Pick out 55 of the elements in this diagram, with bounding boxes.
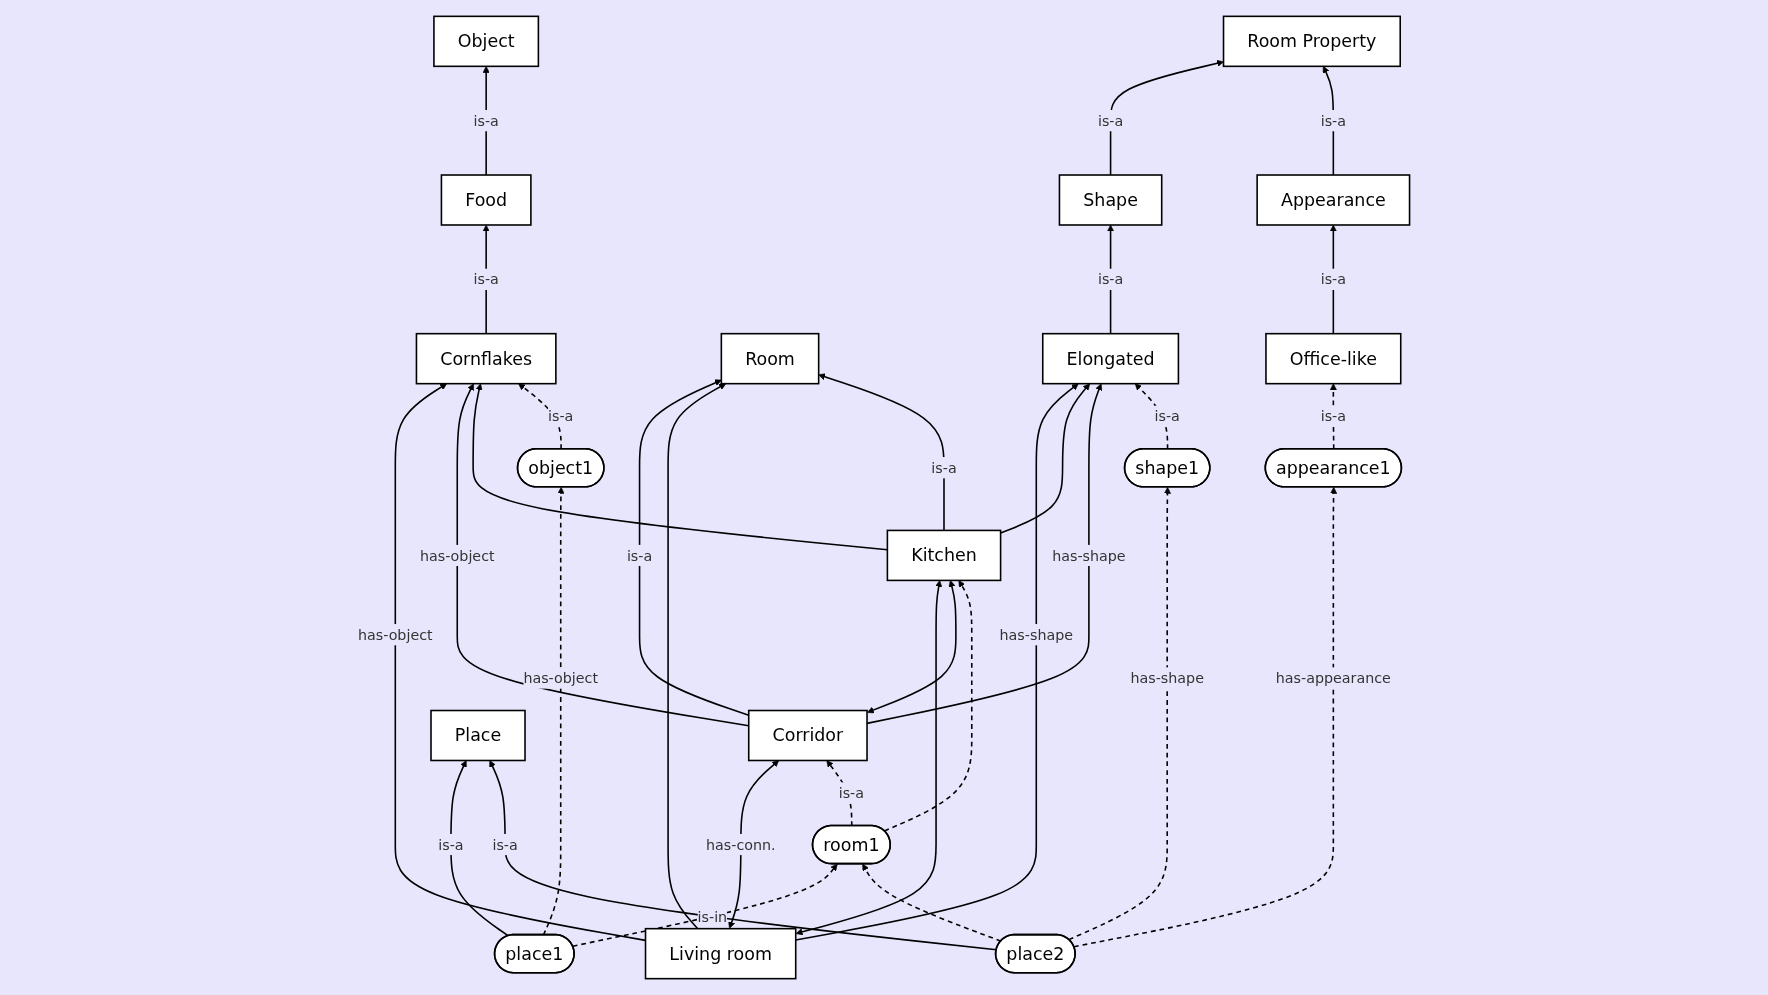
edge-label: is-a: [548, 407, 574, 425]
edge-label: is-a: [1098, 271, 1124, 288]
node-box: Room: [720, 332, 820, 385]
arrow: [1135, 383, 1169, 450]
arrow: [867, 580, 957, 714]
arrow: [818, 373, 945, 532]
arrow: [1330, 383, 1338, 450]
edge-label: is-a: [627, 547, 653, 564]
arrow: [667, 383, 727, 930]
edge-label: has-object: [358, 626, 433, 644]
node-box: Office-like: [1265, 332, 1402, 385]
arrow: [1073, 486, 1338, 948]
edge-label: is-a: [1320, 407, 1347, 425]
edge-label: has-appearance: [1276, 669, 1392, 687]
edge-label: is-a: [931, 459, 957, 477]
node-box: Corridor: [748, 709, 869, 762]
node-box: Kitchen: [886, 529, 1002, 582]
edge-label: is-a: [838, 784, 865, 802]
node-box: Place: [430, 709, 527, 762]
arrow: [862, 863, 1003, 942]
node-box: Living room: [644, 927, 797, 980]
arrow: [795, 383, 1079, 941]
edge-label: has-conn.: [706, 836, 776, 853]
edge-label: is-a: [473, 271, 500, 288]
edge-label: has-shape: [999, 626, 1074, 644]
arrow: [728, 760, 780, 929]
edge-label: has-shape: [1052, 547, 1126, 564]
arrow: [1000, 383, 1091, 534]
edge-label: is-a: [1320, 112, 1347, 129]
node-box: Cornflakes: [415, 332, 557, 385]
edge-label: is-a: [1098, 112, 1124, 129]
edge-label: has-object: [523, 669, 599, 687]
arrow: [883, 580, 973, 832]
edge-label: is-in: [697, 908, 728, 926]
node-box: Room Property: [1222, 15, 1402, 68]
node-box: Food: [440, 174, 532, 226]
node-box: Elongated: [1042, 332, 1180, 385]
arrow: [542, 486, 565, 936]
arrow: [572, 863, 838, 947]
edge-label: is-a: [1320, 271, 1347, 288]
arrow: [866, 383, 1103, 725]
node-box: Shape: [1058, 174, 1163, 226]
edge-label: is-a: [473, 112, 500, 129]
arrow: [795, 580, 943, 936]
arrow: [826, 760, 853, 827]
arrow: [518, 383, 563, 450]
node-box: Appearance: [1256, 174, 1411, 226]
edge-label: is-a: [492, 836, 518, 853]
edge-label: is-a: [438, 836, 464, 853]
edge-label: is-a: [1154, 407, 1181, 425]
arrow: [450, 760, 510, 937]
arrow: [1068, 486, 1172, 941]
edge-label: has-object: [420, 547, 495, 564]
edge-label: has-shape: [1130, 669, 1205, 687]
node-box: Object: [433, 15, 540, 68]
